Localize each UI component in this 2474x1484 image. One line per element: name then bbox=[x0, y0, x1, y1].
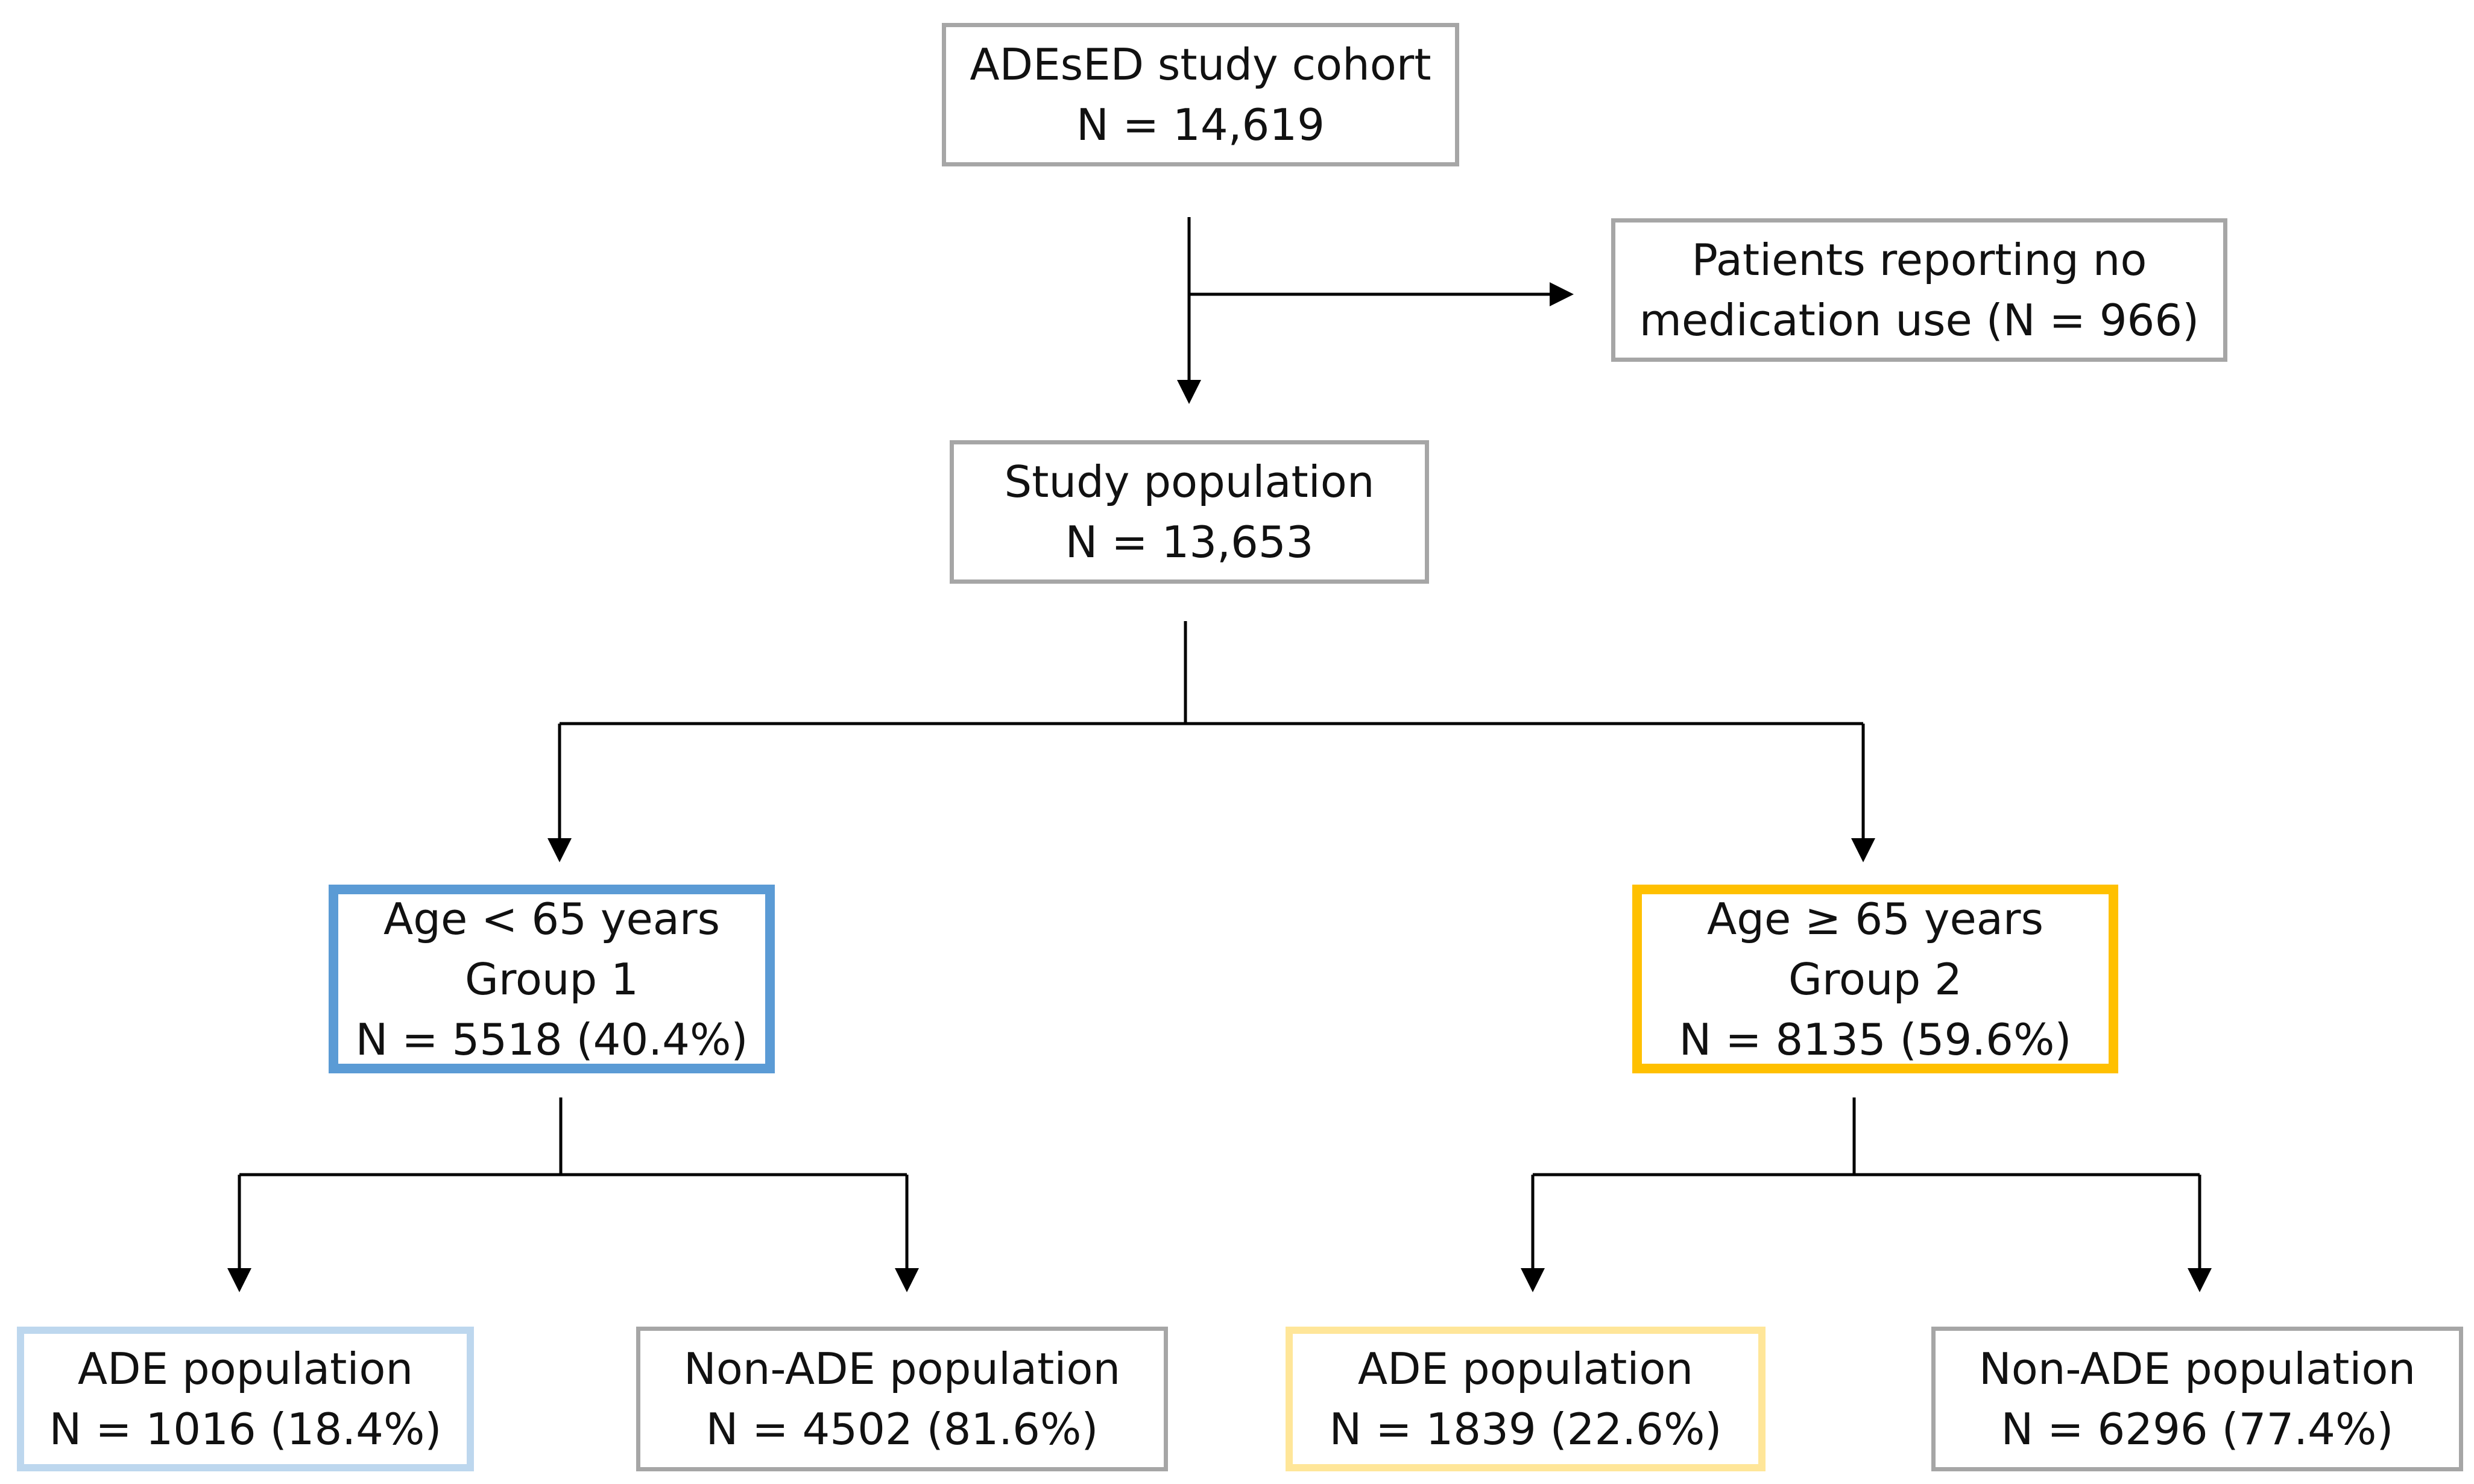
group2-age: Age ≥ 65 years bbox=[1707, 893, 2043, 944]
group2-ade-box: ADE population N = 1839 (22.6%) bbox=[1286, 1327, 1766, 1471]
cohort-box: ADEsED study cohort N = 14,619 bbox=[942, 23, 1459, 166]
group2-count: N = 8135 (59.6%) bbox=[1679, 1014, 2072, 1065]
cohort-title: ADEsED study cohort bbox=[970, 39, 1431, 90]
study-population-count: N = 13,653 bbox=[1065, 517, 1314, 567]
group1-nonade-title: Non-ADE population bbox=[683, 1343, 1121, 1394]
group1-nonade-count: N = 4502 (81.6%) bbox=[705, 1404, 1099, 1454]
group2-label: Group 2 bbox=[1788, 953, 1962, 1005]
group1-nonade-box: Non-ADE population N = 4502 (81.6%) bbox=[636, 1327, 1168, 1471]
group1-label: Group 1 bbox=[465, 953, 639, 1005]
study-population-box: Study population N = 13,653 bbox=[950, 440, 1429, 584]
group1-ade-title: ADE population bbox=[77, 1343, 414, 1394]
cohort-count: N = 14,619 bbox=[1076, 99, 1325, 150]
group1-count: N = 5518 (40.4%) bbox=[355, 1014, 748, 1065]
excluded-title: Patients reporting no bbox=[1691, 235, 2147, 285]
group1-box: Age < 65 years Group 1 N = 5518 (40.4%) bbox=[329, 885, 775, 1073]
group2-box: Age ≥ 65 years Group 2 N = 8135 (59.6%) bbox=[1632, 885, 2118, 1073]
group2-ade-title: ADE population bbox=[1357, 1343, 1694, 1394]
study-population-title: Study population bbox=[1004, 456, 1375, 507]
excluded-box: Patients reporting no medication use (N … bbox=[1611, 218, 2227, 362]
group1-age: Age < 65 years bbox=[383, 893, 720, 944]
group2-nonade-box: Non-ADE population N = 6296 (77.4%) bbox=[1931, 1327, 2463, 1471]
group1-ade-count: N = 1016 (18.4%) bbox=[49, 1404, 442, 1454]
group2-ade-count: N = 1839 (22.6%) bbox=[1329, 1404, 1722, 1454]
group2-nonade-title: Non-ADE population bbox=[1978, 1343, 2416, 1394]
group2-nonade-count: N = 6296 (77.4%) bbox=[2001, 1404, 2394, 1454]
excluded-count: medication use (N = 966) bbox=[1639, 295, 2200, 346]
group1-ade-box: ADE population N = 1016 (18.4%) bbox=[17, 1327, 474, 1471]
